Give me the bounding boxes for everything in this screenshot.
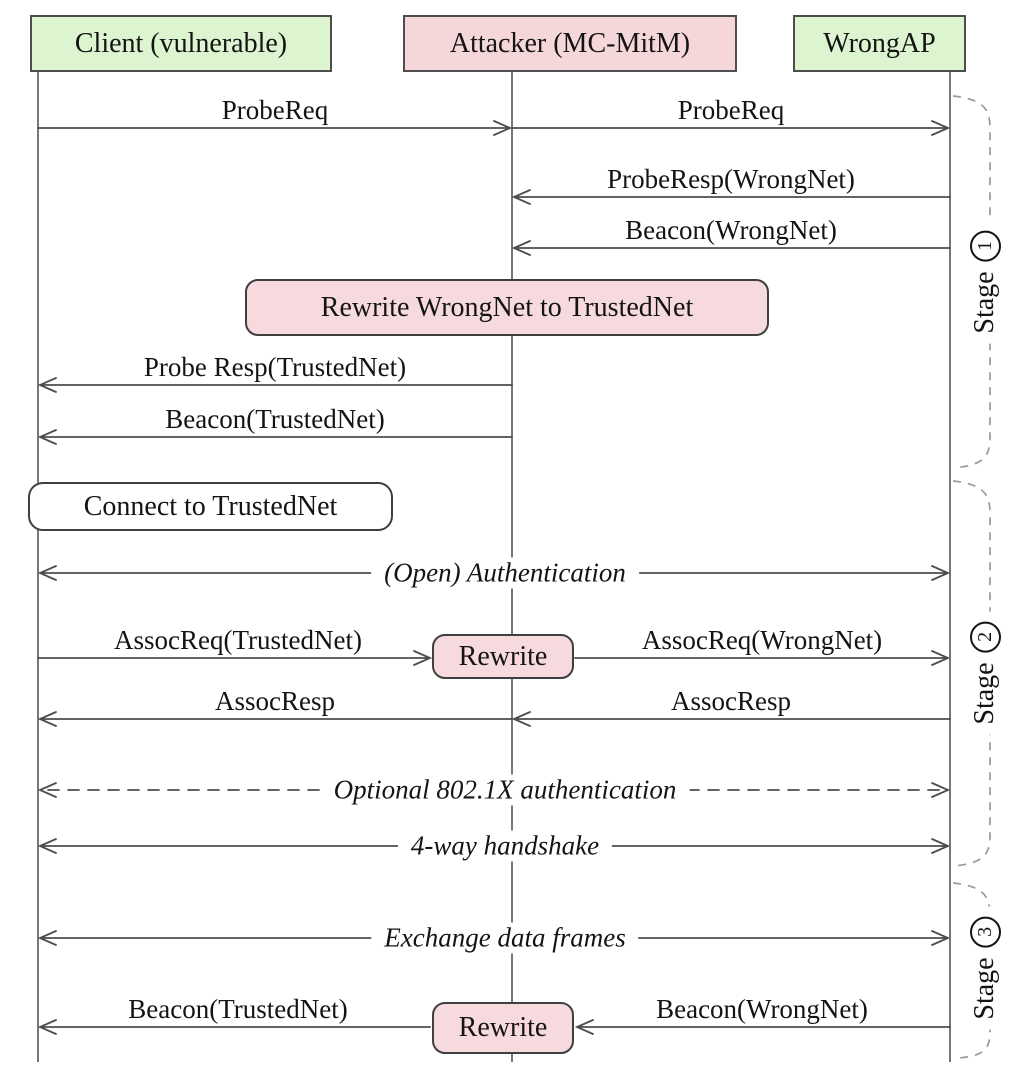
message-label-proberesp-wrongnet: ProbeResp(WrongNet): [607, 164, 855, 194]
message-label-assocreq-trustednet: AssocReq(TrustedNet): [114, 625, 362, 655]
message-label-beacon-trustednet: Beacon(TrustedNet): [165, 404, 385, 434]
action-rewrite-wrongnet-to-trustednet: Rewrite WrongNet to TrustedNet: [245, 279, 769, 336]
stage-2-number-icon: 2: [969, 621, 1001, 653]
stage-2-word: Stage: [969, 662, 1000, 725]
message-label-assocresp-right: AssocResp: [671, 686, 791, 716]
action-rewrite-assoc: Rewrite: [432, 634, 574, 679]
message-label-beacon-wrongnet-bottom: Beacon(WrongNet): [656, 994, 868, 1024]
action-connect-to-trustednet: Connect to TrustedNet: [28, 482, 393, 531]
message-label-4way-handshake: 4-way handshake: [397, 830, 613, 862]
arrow-assocresp-wrongap-attacker: [511, 711, 951, 727]
action-label: Rewrite WrongNet to TrustedNet: [320, 291, 694, 323]
stage-1-label: Stage 1: [968, 220, 1002, 344]
arrow-proberesp-trustednet: [37, 377, 513, 393]
actor-wrongap-label: WrongAP: [823, 27, 936, 59]
actor-client: Client (vulnerable): [30, 15, 332, 72]
stage-2-label: Stage 2: [968, 611, 1002, 735]
message-label-proberesp-trustednet: Probe Resp(TrustedNet): [143, 352, 407, 382]
action-label: Rewrite: [458, 1012, 548, 1043]
arrow-beacon-trustednet: [37, 429, 513, 445]
arrow-assocresp-attacker-client: [37, 711, 513, 727]
arrow-probereq-client-attacker: [37, 120, 513, 136]
stage-3-word: Stage: [969, 957, 1000, 1020]
message-label-beacon-trustednet-bottom: Beacon(TrustedNet): [128, 994, 348, 1024]
actor-client-label: Client (vulnerable): [74, 27, 288, 59]
message-label-open-authentication: (Open) Authentication: [371, 557, 639, 589]
actor-attacker-label: Attacker (MC-MitM): [449, 27, 691, 59]
arrow-probereq-attacker-wrongap: [511, 120, 951, 136]
message-label-probereq-right: ProbeReq: [677, 95, 785, 125]
arrow-assocreq-wrongnet: [574, 650, 951, 666]
stage-1-word: Stage: [969, 271, 1000, 334]
message-label-assocreq-wrongnet: AssocReq(WrongNet): [641, 625, 883, 655]
stage-3-number-icon: 3: [969, 916, 1001, 948]
actor-attacker: Attacker (MC-MitM): [403, 15, 737, 72]
actor-wrongap: WrongAP: [793, 15, 966, 72]
stage-3-label: Stage 3: [968, 906, 1002, 1030]
arrow-beacon-wrongnet: [511, 240, 951, 256]
arrow-beacon-trustednet-bottom: [37, 1019, 431, 1035]
message-label-8021x-authentication: Optional 802.1X authentication: [320, 774, 690, 806]
message-label-exchange-data-frames: Exchange data frames: [371, 922, 639, 954]
arrow-proberesp-wrongnet: [511, 189, 951, 205]
stage-1-number-icon: 1: [969, 230, 1001, 262]
arrow-assocreq-trustednet: [37, 650, 433, 666]
message-label-assocresp-left: AssocResp: [215, 686, 335, 716]
stage3-bracket: [952, 882, 991, 1059]
message-label-probereq-left: ProbeReq: [221, 95, 329, 125]
action-label: Rewrite: [458, 640, 548, 672]
arrow-beacon-wrongnet-bottom: [574, 1019, 951, 1035]
action-label: Connect to TrustedNet: [83, 490, 338, 522]
message-label-beacon-wrongnet: Beacon(WrongNet): [625, 215, 837, 245]
action-rewrite-beacon: Rewrite: [432, 1002, 574, 1054]
arrow-8021x-heads: [37, 782, 951, 798]
